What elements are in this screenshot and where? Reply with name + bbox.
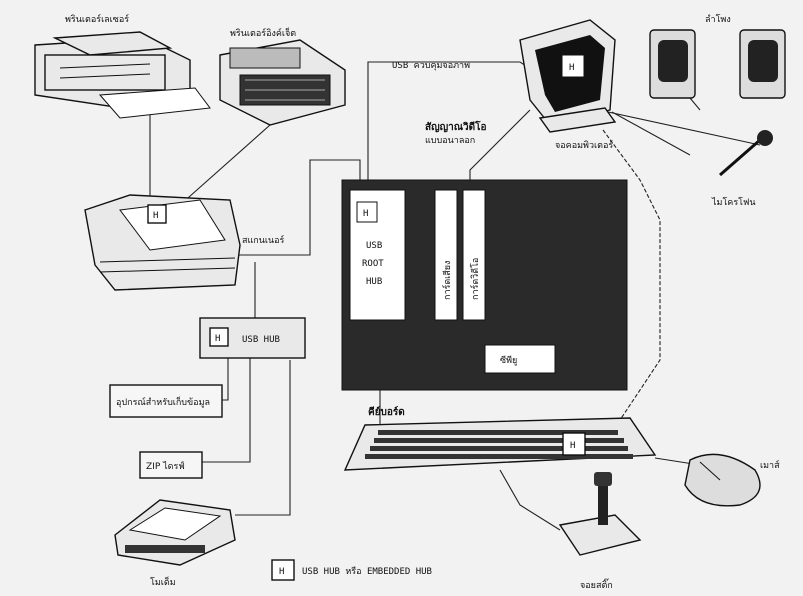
sound-card-label: การ์ดเสียง bbox=[441, 261, 453, 300]
microphone-label: ไมโครโฟน bbox=[711, 197, 756, 208]
cpu-label: ซีพียู bbox=[500, 355, 517, 366]
inkjet-printer-label: พรินเตอร์อิงค์เจ็ต bbox=[230, 26, 296, 39]
computer-case: H USB ROOT HUB การ์ดเสียง การ์ดวิดีโอ ซี… bbox=[341, 179, 628, 391]
scanner-hub-icon bbox=[147, 204, 167, 224]
video-card bbox=[462, 189, 486, 321]
microphone: ไมโครโฟน bbox=[711, 130, 773, 208]
legend: H USB HUB หรือ EMBEDDED HUB bbox=[271, 559, 432, 581]
legend-hub-icon bbox=[271, 559, 295, 581]
cpu-box bbox=[484, 344, 556, 374]
speakers-label: ลำโพง bbox=[705, 14, 731, 25]
usb-hub-mark: H bbox=[215, 334, 220, 344]
connection-lines bbox=[149, 61, 761, 531]
video-signal-label: สัญญาณวิดีโอ bbox=[425, 120, 487, 133]
keyboard: H คีย์บอร์ด bbox=[343, 406, 657, 471]
root-hub-label-1: USB bbox=[366, 241, 382, 251]
scanner: H สแกนเนอร์ bbox=[84, 194, 285, 291]
root-hub-label-3: HUB bbox=[366, 277, 382, 287]
monitor-hub-mark: H bbox=[569, 63, 574, 73]
mouse: เมาส์ bbox=[684, 453, 780, 507]
legend-label: USB HUB หรือ EMBEDDED HUB bbox=[302, 566, 432, 577]
inkjet-printer: พรินเตอร์อิงค์เจ็ต bbox=[219, 26, 346, 126]
storage-device-label: อุปกรณ์สำหรับเก็บข้อมูล bbox=[116, 395, 210, 408]
root-hub-icon bbox=[356, 201, 378, 223]
root-hub-label-2: ROOT bbox=[362, 259, 384, 269]
keyboard-hub-icon bbox=[562, 432, 586, 456]
scanner-hub-mark: H bbox=[153, 211, 158, 221]
zip-drive: ZIP ไดรฟ์ bbox=[139, 451, 203, 479]
modem: โมเด็ม bbox=[114, 499, 236, 588]
modem-label: โมเด็ม bbox=[150, 575, 176, 588]
monitor-label: จอคอมพิวเตอร์ bbox=[555, 139, 613, 151]
usb-monitor-control-label: USB ควบคุมจอภาพ bbox=[392, 61, 470, 71]
external-usb-hub: H USB HUB bbox=[199, 317, 306, 359]
joystick: จอยสติ๊ก bbox=[558, 472, 642, 591]
root-hub-mark: H bbox=[363, 209, 368, 219]
scanner-label: สแกนเนอร์ bbox=[242, 234, 285, 246]
laser-printer: พรินเตอร์เลเซอร์ bbox=[34, 13, 211, 119]
zip-drive-label: ZIP ไดรฟ์ bbox=[146, 460, 185, 472]
keyboard-label: คีย์บอร์ด bbox=[368, 406, 405, 418]
keyboard-hub-mark: H bbox=[570, 441, 575, 451]
mouse-label: เมาส์ bbox=[760, 459, 780, 471]
joystick-label: จอยสติ๊ก bbox=[580, 578, 613, 591]
video-card-label: การ์ดวิดีโอ bbox=[469, 258, 481, 300]
legend-hub-mark: H bbox=[279, 567, 284, 577]
monitor: H จอคอมพิวเตอร์ bbox=[519, 19, 617, 151]
usb-hub-label: USB HUB bbox=[242, 335, 280, 345]
usb-hub-icon bbox=[209, 327, 229, 347]
storage-device: อุปกรณ์สำหรับเก็บข้อมูล bbox=[109, 384, 223, 418]
laser-printer-label: พรินเตอร์เลเซอร์ bbox=[65, 13, 129, 25]
sound-card bbox=[434, 189, 458, 321]
monitor-hub-icon bbox=[561, 54, 585, 78]
video-signal-label-2: แบบอนาลอก bbox=[425, 136, 475, 146]
speakers: ลำโพง bbox=[649, 14, 786, 99]
